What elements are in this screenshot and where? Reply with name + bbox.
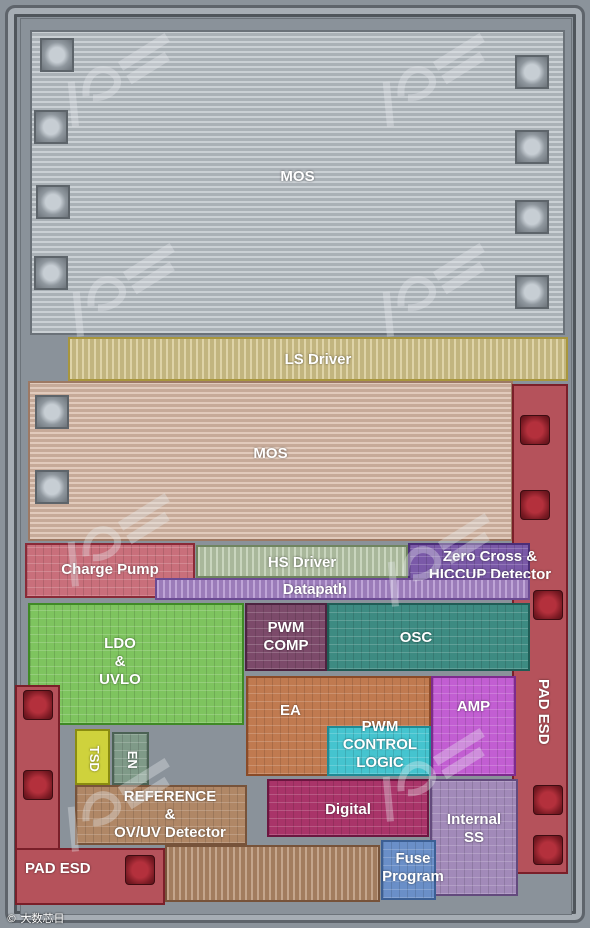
label-datapath: Datapath <box>282 581 348 598</box>
esd-pad-r3 <box>533 590 563 620</box>
pad-top-4 <box>34 256 68 290</box>
label-ldo-uvlo: LDO & UVLO <box>99 635 141 688</box>
block-reference <box>75 785 247 845</box>
esd-pad-l3 <box>125 855 155 885</box>
esd-pad-r2 <box>520 490 550 520</box>
label-fuse-program: Fuse Program <box>382 850 444 885</box>
block-amp: AMP <box>431 676 516 776</box>
block-bottom-analog <box>165 845 380 902</box>
label-mos-top: MOS <box>280 168 315 185</box>
label-mos-mid: MOS <box>253 445 288 462</box>
pad-top-2 <box>34 110 68 144</box>
esd-pad-r4 <box>533 785 563 815</box>
seal-ring <box>5 5 585 923</box>
pad-top-3 <box>36 185 70 219</box>
label-pad-esd-right: PAD ESD <box>535 679 552 745</box>
block-mos-top: MOS <box>30 30 565 335</box>
pad-mid-1 <box>35 395 69 429</box>
pad-top-8 <box>515 275 549 309</box>
label-pwm-control: PWM CONTROL LOGIC <box>342 718 418 771</box>
block-pwm-control <box>327 726 431 776</box>
block-pwm-comp: PWM COMP <box>245 603 327 671</box>
label-osc: OSC <box>399 629 433 646</box>
block-datapath: Datapath <box>155 578 530 600</box>
label-ea: EA <box>280 702 301 719</box>
pad-mid-2 <box>35 470 69 504</box>
pad-top-5 <box>515 55 549 89</box>
image-credit: © 大数芯日 <box>6 912 65 925</box>
esd-pad-r5 <box>533 835 563 865</box>
block-internal-ss: Internal SS <box>430 779 518 896</box>
label-tsd: TSD <box>86 745 102 772</box>
label-internal-ss: Internal SS <box>446 811 502 846</box>
label-reference: REFERENCE & OV/UV Detector <box>114 788 226 841</box>
label-pwm-comp: PWM COMP <box>263 619 309 654</box>
pad-top-6 <box>515 130 549 164</box>
block-ldo-uvlo: LDO & UVLO <box>28 603 244 725</box>
block-en: EN <box>112 732 149 785</box>
label-charge-pump: Charge Pump <box>61 561 159 578</box>
block-tsd: TSD <box>75 729 110 785</box>
block-fuse-program <box>381 840 436 900</box>
label-digital: Digital <box>325 801 371 818</box>
esd-pad-l1 <box>23 690 53 720</box>
block-hs-driver: HS Driver <box>196 545 408 578</box>
pad-top-7 <box>515 200 549 234</box>
label-hs-driver: HS Driver <box>267 554 337 571</box>
label-en: EN <box>124 750 140 769</box>
label-pad-esd-left: PAD ESD <box>25 860 91 877</box>
block-mos-mid: MOS <box>28 381 513 541</box>
pad-top-1 <box>40 38 74 72</box>
label-amp: AMP <box>456 698 491 715</box>
esd-pad-r1 <box>520 415 550 445</box>
label-ls-driver: LS Driver <box>284 351 352 368</box>
block-ls-driver: LS Driver <box>68 337 568 381</box>
esd-pad-l2 <box>23 770 53 800</box>
block-osc: OSC <box>327 603 530 671</box>
block-digital: Digital <box>267 779 429 837</box>
